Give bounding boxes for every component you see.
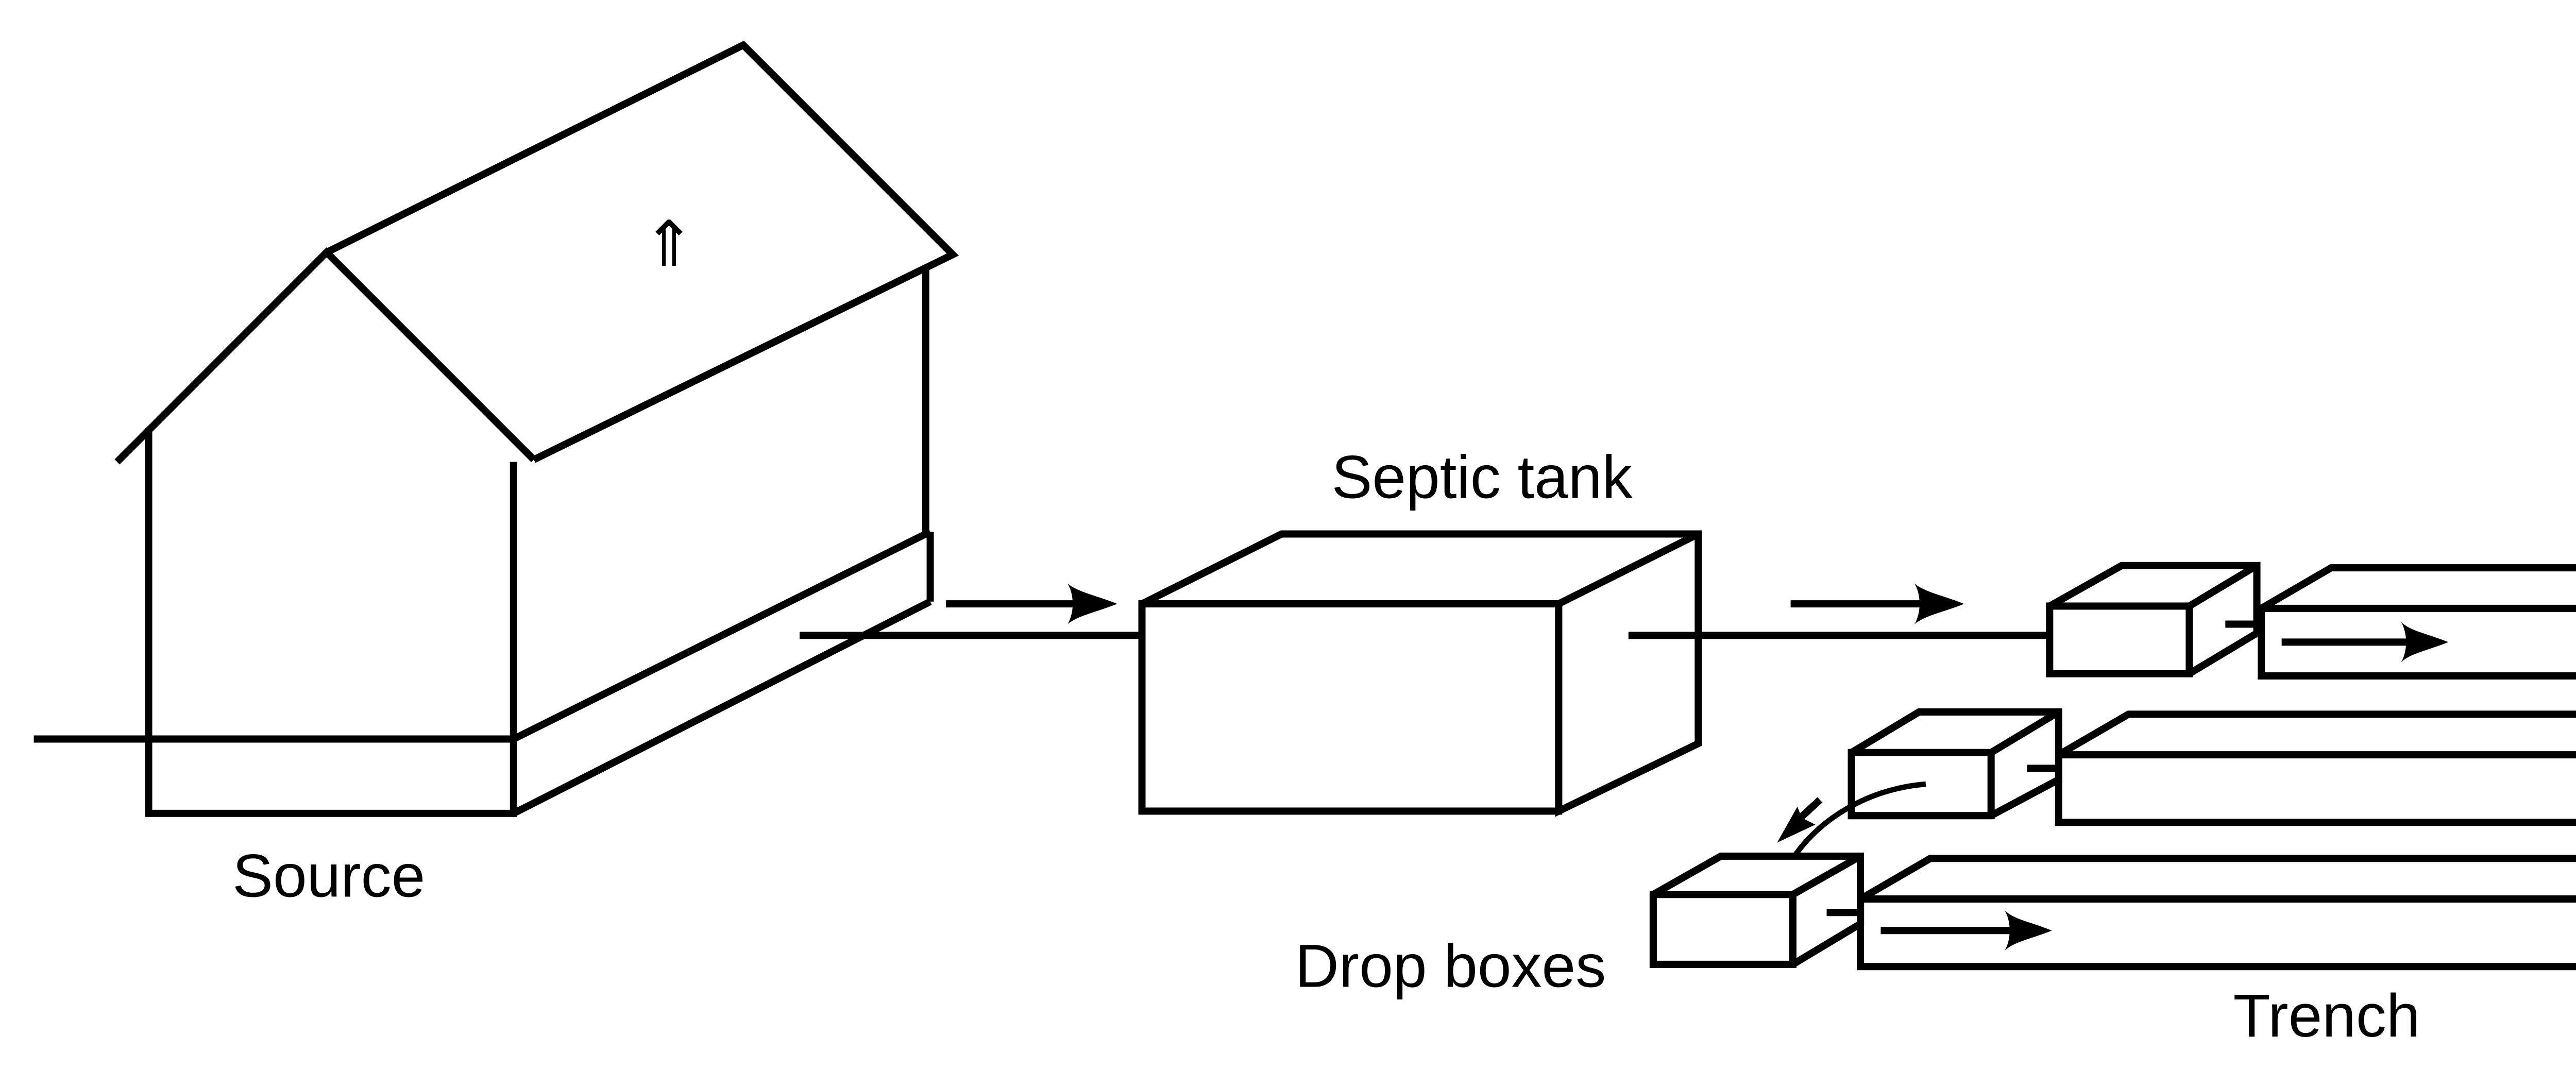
roof-vent-icon: ⇑ — [642, 209, 696, 279]
house-gable — [114, 247, 537, 465]
house-foundation-top-edge — [512, 528, 932, 742]
flow-arrow-tank-to-dropbox — [1790, 583, 1964, 624]
trench-3: Trench — [1857, 855, 2576, 1050]
trench-1-flow-arrow — [2281, 622, 2449, 663]
label-trench-bottom: Trench — [2233, 982, 2420, 1050]
label-drop-boxes: Drop boxes — [1295, 932, 1606, 1000]
trench-3-flow-arrow — [1880, 910, 2052, 951]
house-source: ⇑ Source — [33, 40, 959, 910]
flow-arrow-down-left — [1777, 797, 1823, 843]
label-septic-tank: Septic tank — [1332, 444, 1633, 512]
septic-tank: Septic tank — [1138, 444, 1702, 817]
pipe-dropbox4-to-dropbox5 — [1790, 781, 1926, 860]
trench-1: Trench — [2258, 564, 2576, 680]
drop-box-1 — [2046, 562, 2262, 677]
label-source: Source — [232, 842, 425, 910]
drop-box-4 — [1848, 708, 2062, 820]
septic-tank-front — [1138, 600, 1563, 815]
trench-2 — [2055, 710, 2576, 826]
drop-box-5 — [1649, 852, 1865, 968]
house-roof — [325, 40, 959, 463]
flow-arrow-house-to-tank — [946, 583, 1117, 624]
house-foundation-front — [145, 735, 517, 817]
